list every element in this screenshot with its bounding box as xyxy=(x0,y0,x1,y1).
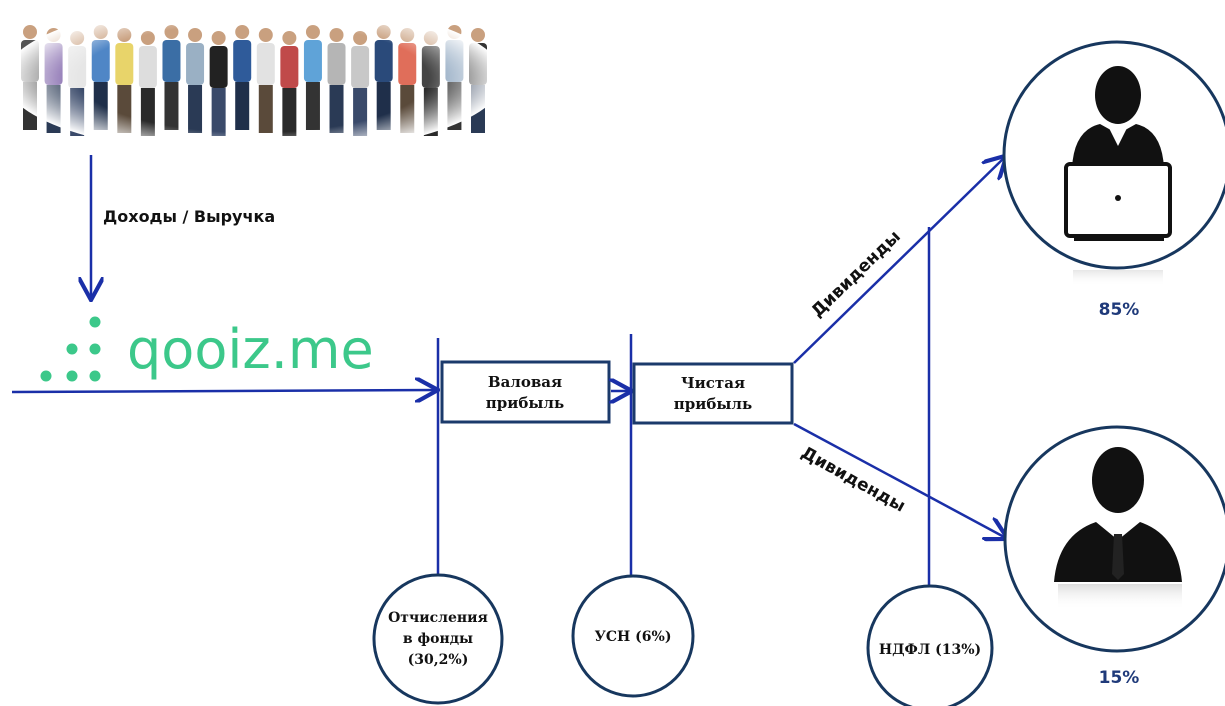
owner-reflection xyxy=(1058,584,1182,610)
net-profit-label-line2: прибыль xyxy=(674,395,752,413)
logo-text: qooiz.me xyxy=(127,318,374,381)
director-reflection xyxy=(1073,270,1163,286)
director-share-percent: 85% xyxy=(1099,300,1140,320)
dividends-bottom-arrow xyxy=(793,422,1006,538)
crowd-vignette xyxy=(4,0,504,156)
person-in-suit-icon xyxy=(1054,447,1182,582)
dividends-top-arrow xyxy=(793,157,1005,364)
logo-dots-icon xyxy=(40,316,101,382)
gross-profit-box xyxy=(440,360,611,424)
usn-deduction-circle xyxy=(571,574,695,698)
funds-deduction-line3: (30,2%) xyxy=(408,652,469,668)
funds-deduction-line2: в фонды xyxy=(403,631,473,647)
usn-deduction-label: УСН (6%) xyxy=(595,629,672,645)
ndfl-deduction-label: НДФЛ (13%) xyxy=(879,642,981,658)
dividends-bottom-label: Дивиденды xyxy=(798,443,909,517)
gross-profit-label-line1: Валовая xyxy=(488,373,562,391)
funds-deduction-circle xyxy=(372,573,504,705)
net-profit-label-line1: Чистая xyxy=(681,374,745,392)
ndfl-deduction-circle xyxy=(866,584,994,706)
qooiz-logo: qooiz.me xyxy=(40,316,374,382)
owner-node xyxy=(1003,425,1225,653)
crowd-image xyxy=(4,0,504,156)
funds-deduction-line1: Отчисления xyxy=(388,610,488,626)
dividends-top-label: Дивиденды xyxy=(808,227,905,322)
person-with-laptop-icon xyxy=(1064,66,1172,241)
gross-profit-label-line2: прибыль xyxy=(486,394,564,412)
revenue-label: Доходы / Выручка xyxy=(103,207,275,226)
main-flow-arrow xyxy=(11,390,436,392)
net-profit-box xyxy=(632,362,794,425)
owner-share-percent: 15% xyxy=(1099,668,1140,688)
director-node xyxy=(1002,40,1225,286)
